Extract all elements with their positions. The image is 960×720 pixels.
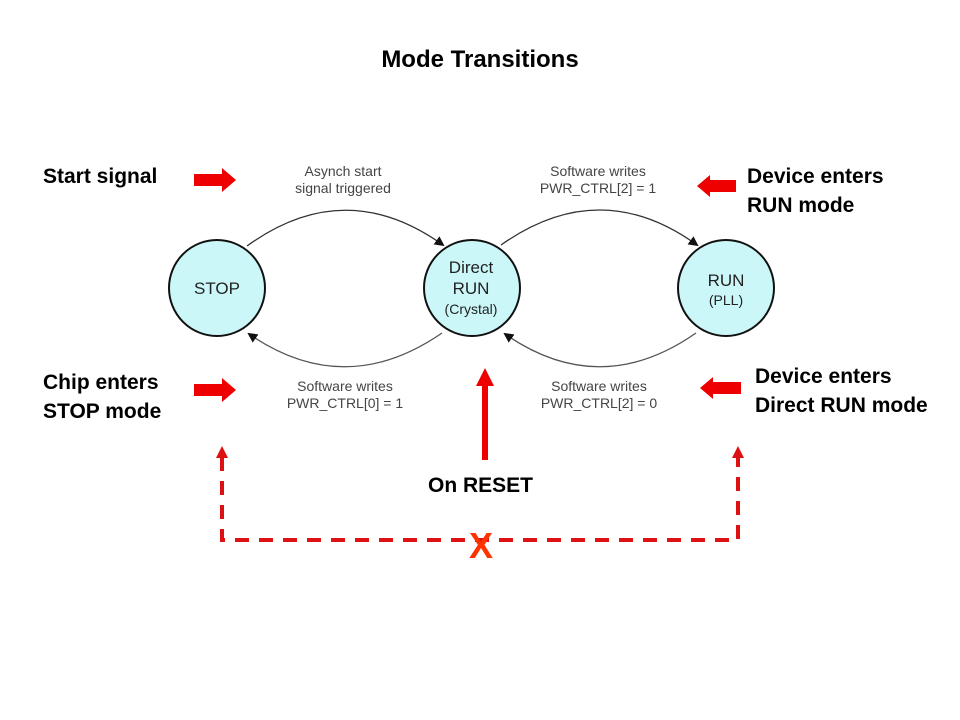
arrow-right-icon xyxy=(194,168,236,192)
arrow-right-icon xyxy=(194,378,236,402)
transition-stop-to-direct-run xyxy=(246,209,445,247)
forbidden-x-mark: X xyxy=(469,525,493,566)
transition-label: Software writes PWR_CTRL[2] = 0 xyxy=(540,378,658,411)
reset-arrow-icon xyxy=(476,368,494,460)
state-node-run: RUN (PLL) xyxy=(677,239,775,337)
transition-label: Asynch start signal triggered xyxy=(295,163,391,196)
state-label: STOP xyxy=(194,279,240,298)
label-device-enters-run: Device enters RUN mode xyxy=(747,165,884,217)
transition-direct-run-to-stop xyxy=(247,332,443,368)
transition-label: Software writes PWR_CTRL[2] = 1 xyxy=(539,163,657,196)
state-label: Direct xyxy=(449,258,494,277)
arrow-left-icon xyxy=(697,175,736,197)
label-device-enters-direct-run: Device enters Direct RUN mode xyxy=(755,365,928,417)
arrow-left-icon xyxy=(700,377,741,399)
transition-label: Software writes PWR_CTRL[0] = 1 xyxy=(286,378,404,411)
state-label: RUN xyxy=(708,271,745,290)
state-label: RUN xyxy=(453,279,490,298)
transition-direct-run-to-run xyxy=(500,209,699,247)
label-chip-enters-stop: Chip enters STOP mode xyxy=(43,371,162,423)
label-start-signal: Start signal xyxy=(43,165,158,188)
state-node-stop: STOP xyxy=(168,239,266,337)
state-sublabel: (PLL) xyxy=(709,292,743,308)
diagram-title: Mode Transitions xyxy=(381,46,579,73)
transition-run-to-direct-run xyxy=(503,332,697,368)
state-node-direct-run: Direct RUN (Crystal) xyxy=(423,239,521,337)
forbidden-path xyxy=(216,446,744,542)
state-sublabel: (Crystal) xyxy=(445,301,498,317)
reset-label: On RESET xyxy=(428,474,534,497)
